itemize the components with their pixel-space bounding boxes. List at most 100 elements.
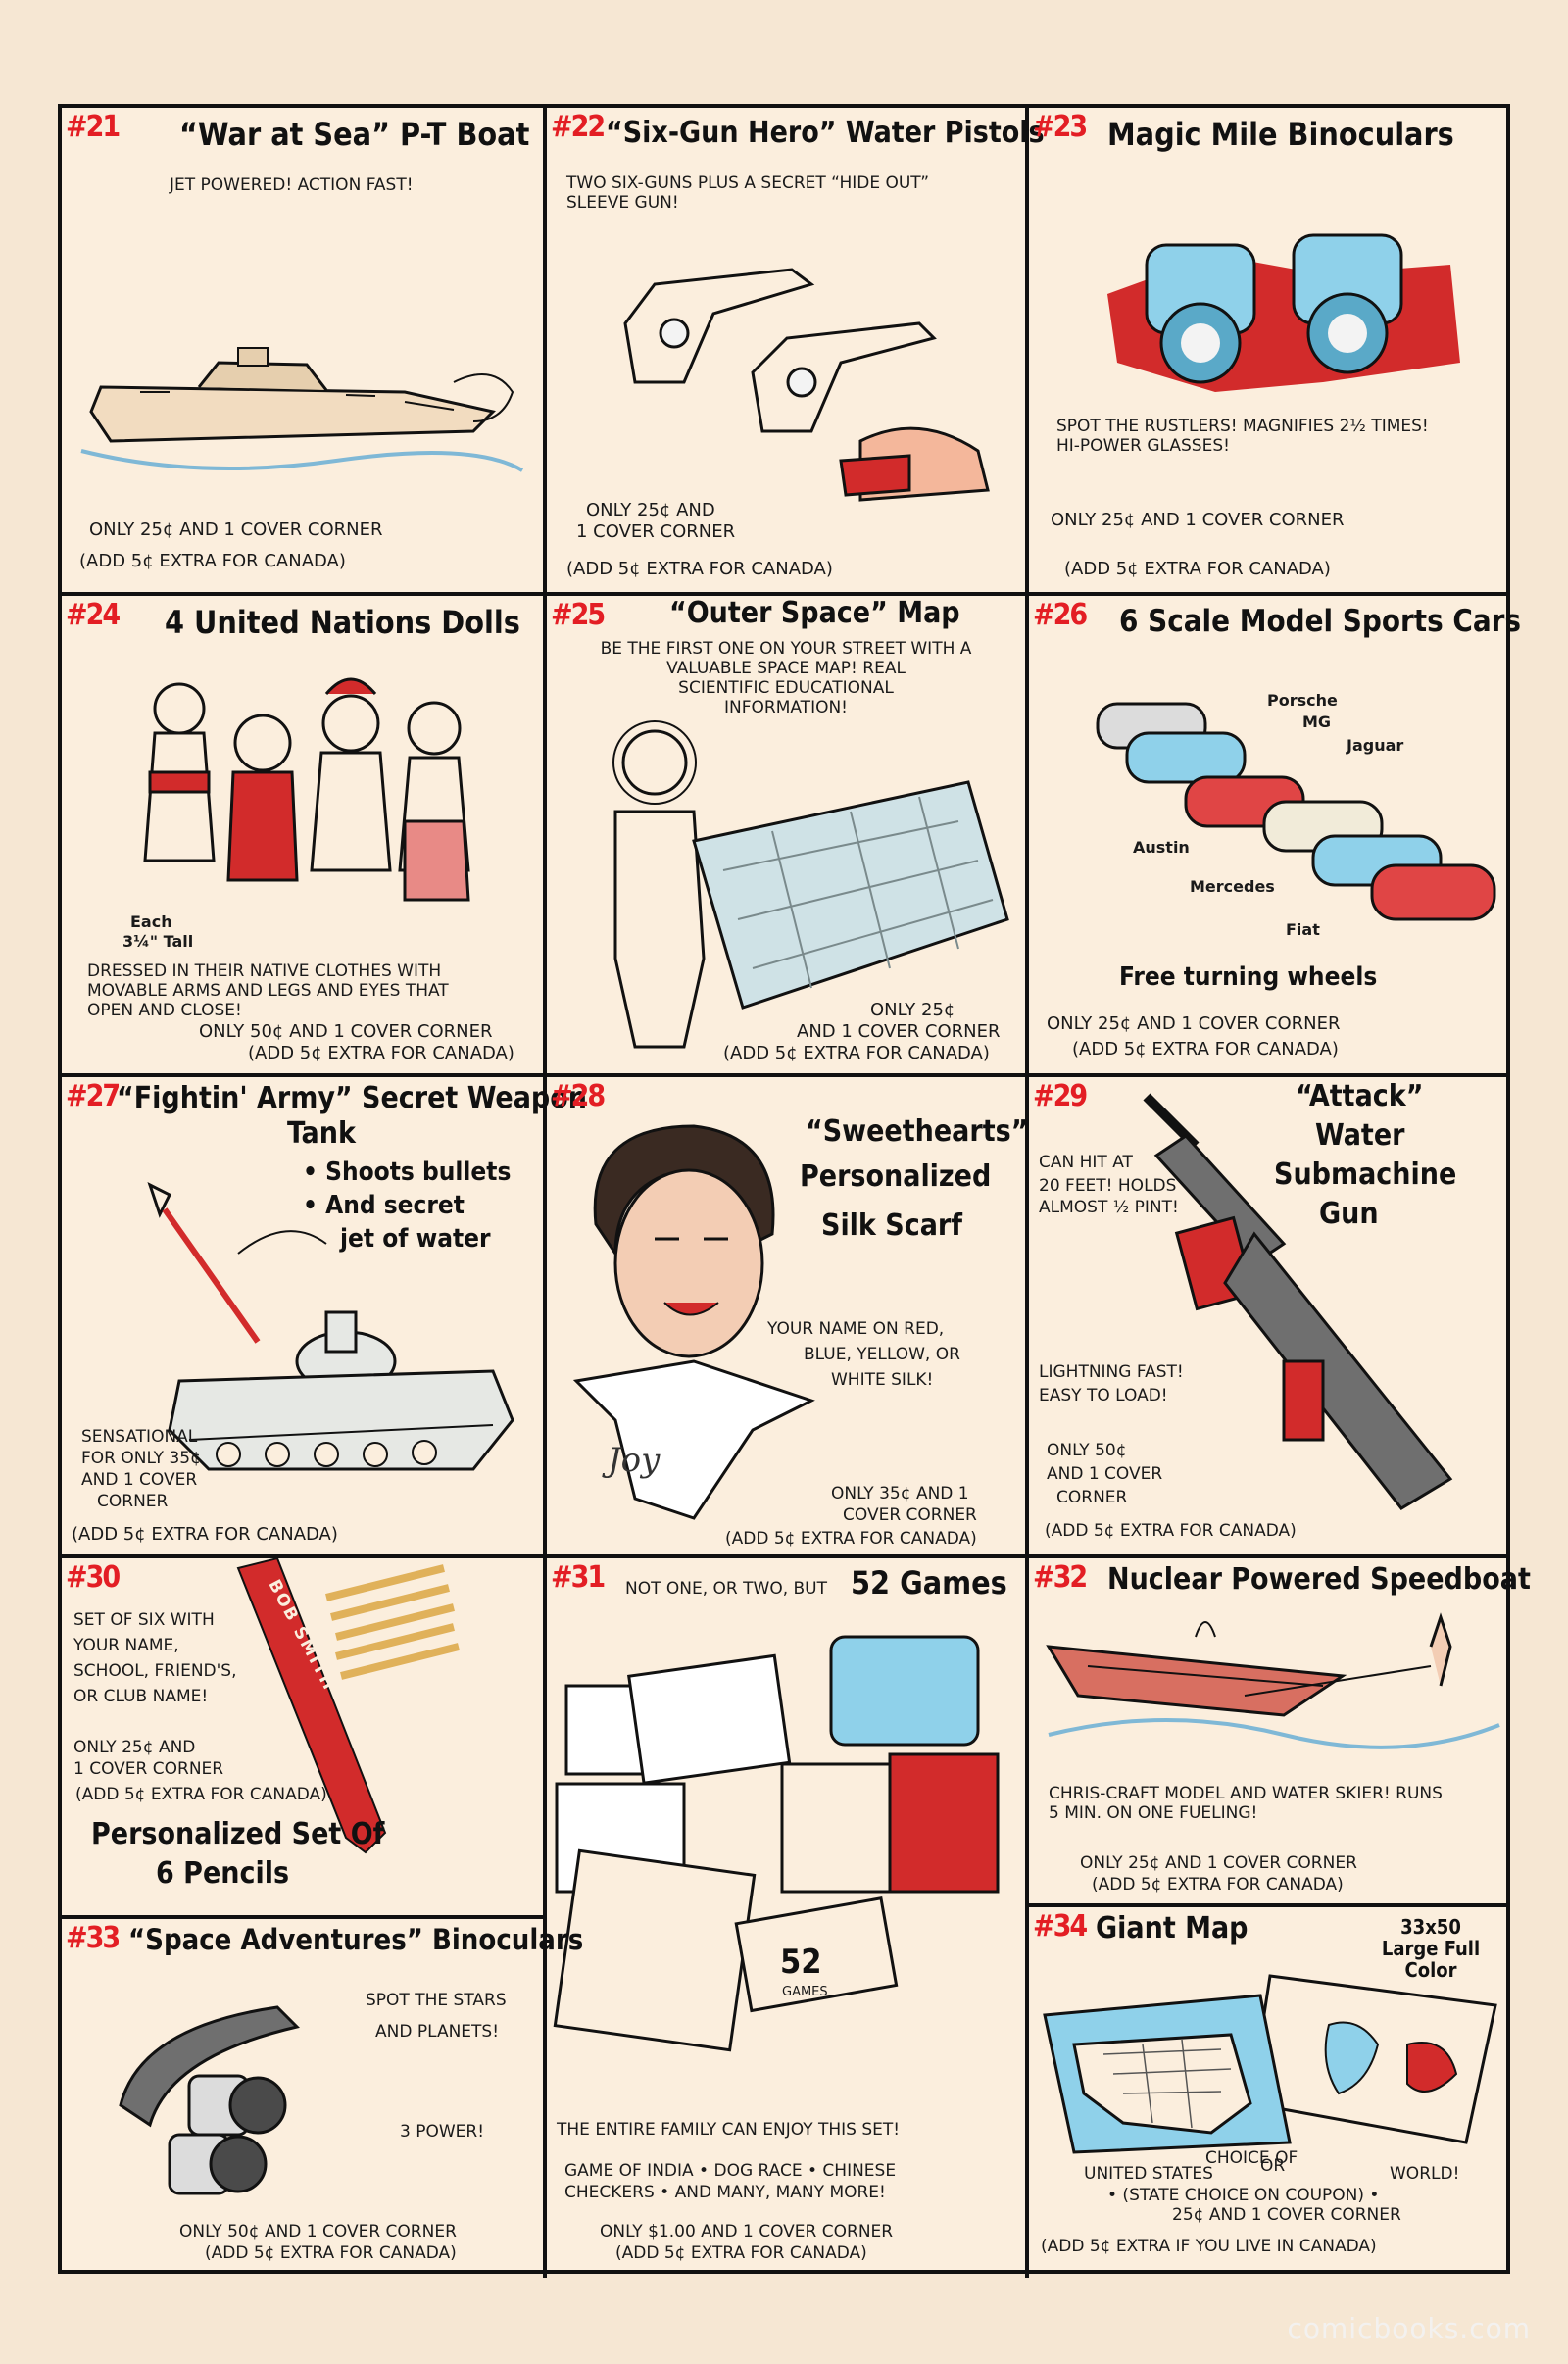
offer-description: BLUE, YELLOW, OR [804, 1345, 960, 1364]
car-label-mg: MG [1302, 713, 1332, 731]
offer-price: COVER CORNER [843, 1505, 977, 1525]
offer-canada: (ADD 5¢ EXTRA FOR CANADA) [248, 1043, 514, 1063]
offer-feature-text: jet of water [340, 1224, 491, 1254]
grid-divider [62, 592, 1510, 596]
offer-description: DRESSED IN THEIR NATIVE CLOTHES WITH [87, 961, 442, 981]
offer-title: “Space Adventures” Binoculars [128, 1923, 584, 1956]
offer-number: #21 [66, 110, 121, 144]
offer-number: #29 [1033, 1079, 1088, 1113]
grid-divider [543, 1547, 547, 2278]
offer-title: “Fightin' Army” Secret Weapon [117, 1081, 588, 1115]
offer-33-panel: #33 “Space Adventures” Binoculars SPOT T… [62, 1919, 583, 2278]
offer-number: #33 [66, 1921, 121, 1955]
offer-28-panel: #28 “Sweethearts” Personalized Silk Scar… [547, 1077, 1029, 1554]
offer-32-panel: #32 Nuclear Powered Speedboat CHRIS-CRAF… [1029, 1558, 1531, 1903]
offer-canada: (ADD 5¢ EXTRA FOR CANADA) [72, 1524, 338, 1545]
offer-tagline: JET POWERED! ACTION FAST! [170, 175, 414, 195]
grid-divider [62, 1073, 1510, 1077]
offer-description: CHECKERS • AND MANY, MANY MORE! [564, 2183, 886, 2202]
offers-grid: #21 “War at Sea” P-T Boat JET POWERED! A… [58, 104, 1531, 2278]
offer-canada: (ADD 5¢ EXTRA FOR CANADA) [205, 2243, 457, 2263]
offer-title: Personalized Set Of [91, 1817, 385, 1851]
offer-description: EASY TO LOAD! [1039, 1386, 1168, 1405]
binoculars-illustration [1107, 233, 1460, 392]
offer-canada: (ADD 5¢ EXTRA FOR CANADA) [79, 551, 346, 571]
offer-number: #24 [66, 598, 121, 632]
offer-canada: (ADD 5¢ EXTRA FOR CANADA) [1064, 559, 1331, 579]
offer-price: ONLY 25¢ [870, 1000, 956, 1020]
scarf-woman-illustration [572, 1124, 815, 1520]
offer-description: HI-POWER GLASSES! [1056, 436, 1230, 456]
offer-price: ONLY 25¢ AND 1 COVER CORNER [1047, 1013, 1341, 1034]
car-label-jaguar: Jaguar [1347, 736, 1404, 755]
offer-price: 1 COVER CORNER [576, 521, 736, 542]
offer-description: THE ENTIRE FAMILY CAN ENJOY THIS SET! [557, 2120, 901, 2140]
offer-price: 1 COVER CORNER [74, 1759, 224, 1779]
offer-31-panel: #31 NOT ONE, OR TWO, BUT 52 Games 52 GAM… [547, 1558, 1025, 2278]
map-size: Large Full [1381, 1937, 1481, 1960]
map-size: Color [1404, 1958, 1457, 1982]
offer-title: “Sweethearts” [806, 1114, 1029, 1149]
offer-description: SPOT THE RUSTLERS! MAGNIFIES 2½ TIMES! [1056, 417, 1429, 436]
offer-number: #28 [551, 1079, 606, 1113]
offer-canada: (ADD 5¢ EXTRA FOR CANADA) [75, 1785, 327, 1804]
offer-number: #30 [66, 1560, 121, 1595]
offer-description: MOVABLE ARMS AND LEGS AND EYES THAT [87, 981, 449, 1001]
offer-22-panel: #22 “Six-Gun Hero” Water Pistols TWO SIX… [547, 108, 1045, 592]
offer-description: 5 MIN. ON ONE FUELING! [1049, 1803, 1258, 1823]
grid-divider [62, 1554, 1510, 1558]
pt-boat-illustration [80, 347, 524, 472]
offer-23-panel: #23 Magic Mile Binoculars SPOT THE RUSTL… [1029, 108, 1510, 592]
offer-title: Tank [287, 1116, 356, 1151]
offer-canada: (ADD 5¢ EXTRA FOR CANADA) [1045, 1521, 1297, 1541]
submachine-gun-illustration [1143, 1093, 1453, 1510]
grid-divider [1025, 1547, 1029, 2278]
offer-title: Silk Scarf [821, 1208, 962, 1243]
offer-description: GAME OF INDIA • DOG RACE • CHINESE [564, 2161, 897, 2181]
offer-description: CHRIS-CRAFT MODEL AND WATER SKIER! RUNS [1049, 1784, 1443, 1803]
offer-description: CAN HIT AT [1039, 1153, 1133, 1172]
offer-description: VALUABLE SPACE MAP! REAL [666, 659, 906, 678]
grid-divider [1025, 108, 1029, 1547]
car-label-mercedes: Mercedes [1190, 877, 1275, 896]
offer-number: #22 [551, 110, 606, 144]
offer-description: BE THE FIRST ONE ON YOUR STREET WITH A [600, 639, 972, 659]
offer-price: SENSATIONAL [81, 1427, 198, 1447]
offer-description: WHITE SILK! [831, 1370, 934, 1390]
offer-feature: • Shoots bullets [303, 1157, 512, 1187]
offer-title: 52 Games [851, 1564, 1007, 1601]
map-choice: WORLD! [1390, 2164, 1460, 2184]
game-box-label: 52 [780, 1943, 822, 1982]
car-label-fiat: Fiat [1286, 920, 1320, 939]
offer-29-panel: #29 “Attack” Water Submachine Gun CAN HI… [1029, 1077, 1510, 1554]
map-choice: • (STATE CHOICE ON COUPON) • [1107, 2186, 1380, 2205]
offer-description: LIGHTNING FAST! [1039, 1362, 1184, 1382]
offer-title: Gun [1319, 1197, 1379, 1231]
grid-divider [1025, 1903, 1510, 1907]
map-choice: OR [1260, 2156, 1286, 2176]
offer-canada: (ADD 5¢ EXTRA FOR CANADA) [615, 2243, 867, 2263]
offer-25-panel: #25 “Outer Space” Map BE THE FIRST ONE O… [547, 596, 1025, 1073]
offer-price: ONLY 25¢ AND 1 COVER CORNER [89, 519, 383, 540]
offer-title: 6 Scale Model Sports Cars [1119, 604, 1522, 639]
offer-description: 20 FEET! HOLDS [1039, 1176, 1177, 1196]
offer-title: 6 Pencils [156, 1856, 290, 1891]
tank-illustration [147, 1182, 514, 1471]
offer-title: Nuclear Powered Speedboat [1107, 1562, 1531, 1597]
offer-price: AND 1 COVER CORNER [797, 1021, 1001, 1042]
game-box-label: GAMES [782, 1985, 828, 1999]
offer-description: AND PLANETS! [375, 2022, 500, 2042]
offer-title: Water [1315, 1118, 1405, 1153]
offer-price: ONLY 25¢ AND [74, 1738, 196, 1757]
offer-21-panel: #21 “War at Sea” P-T Boat JET POWERED! A… [62, 108, 543, 592]
offer-number: #26 [1033, 598, 1088, 632]
map-choice: CHOICE OF [1205, 2148, 1298, 2168]
offer-price: ONLY 50¢ AND 1 COVER CORNER [179, 2222, 457, 2241]
offer-price: CORNER [97, 1492, 169, 1511]
offer-number: #31 [551, 1560, 606, 1595]
car-label-porsche: Porsche [1267, 691, 1338, 710]
offer-number: #32 [1033, 1560, 1088, 1595]
offer-number: #23 [1033, 110, 1088, 144]
offer-price: AND 1 COVER [1047, 1464, 1163, 1484]
doll-size-label: Each [130, 912, 172, 931]
